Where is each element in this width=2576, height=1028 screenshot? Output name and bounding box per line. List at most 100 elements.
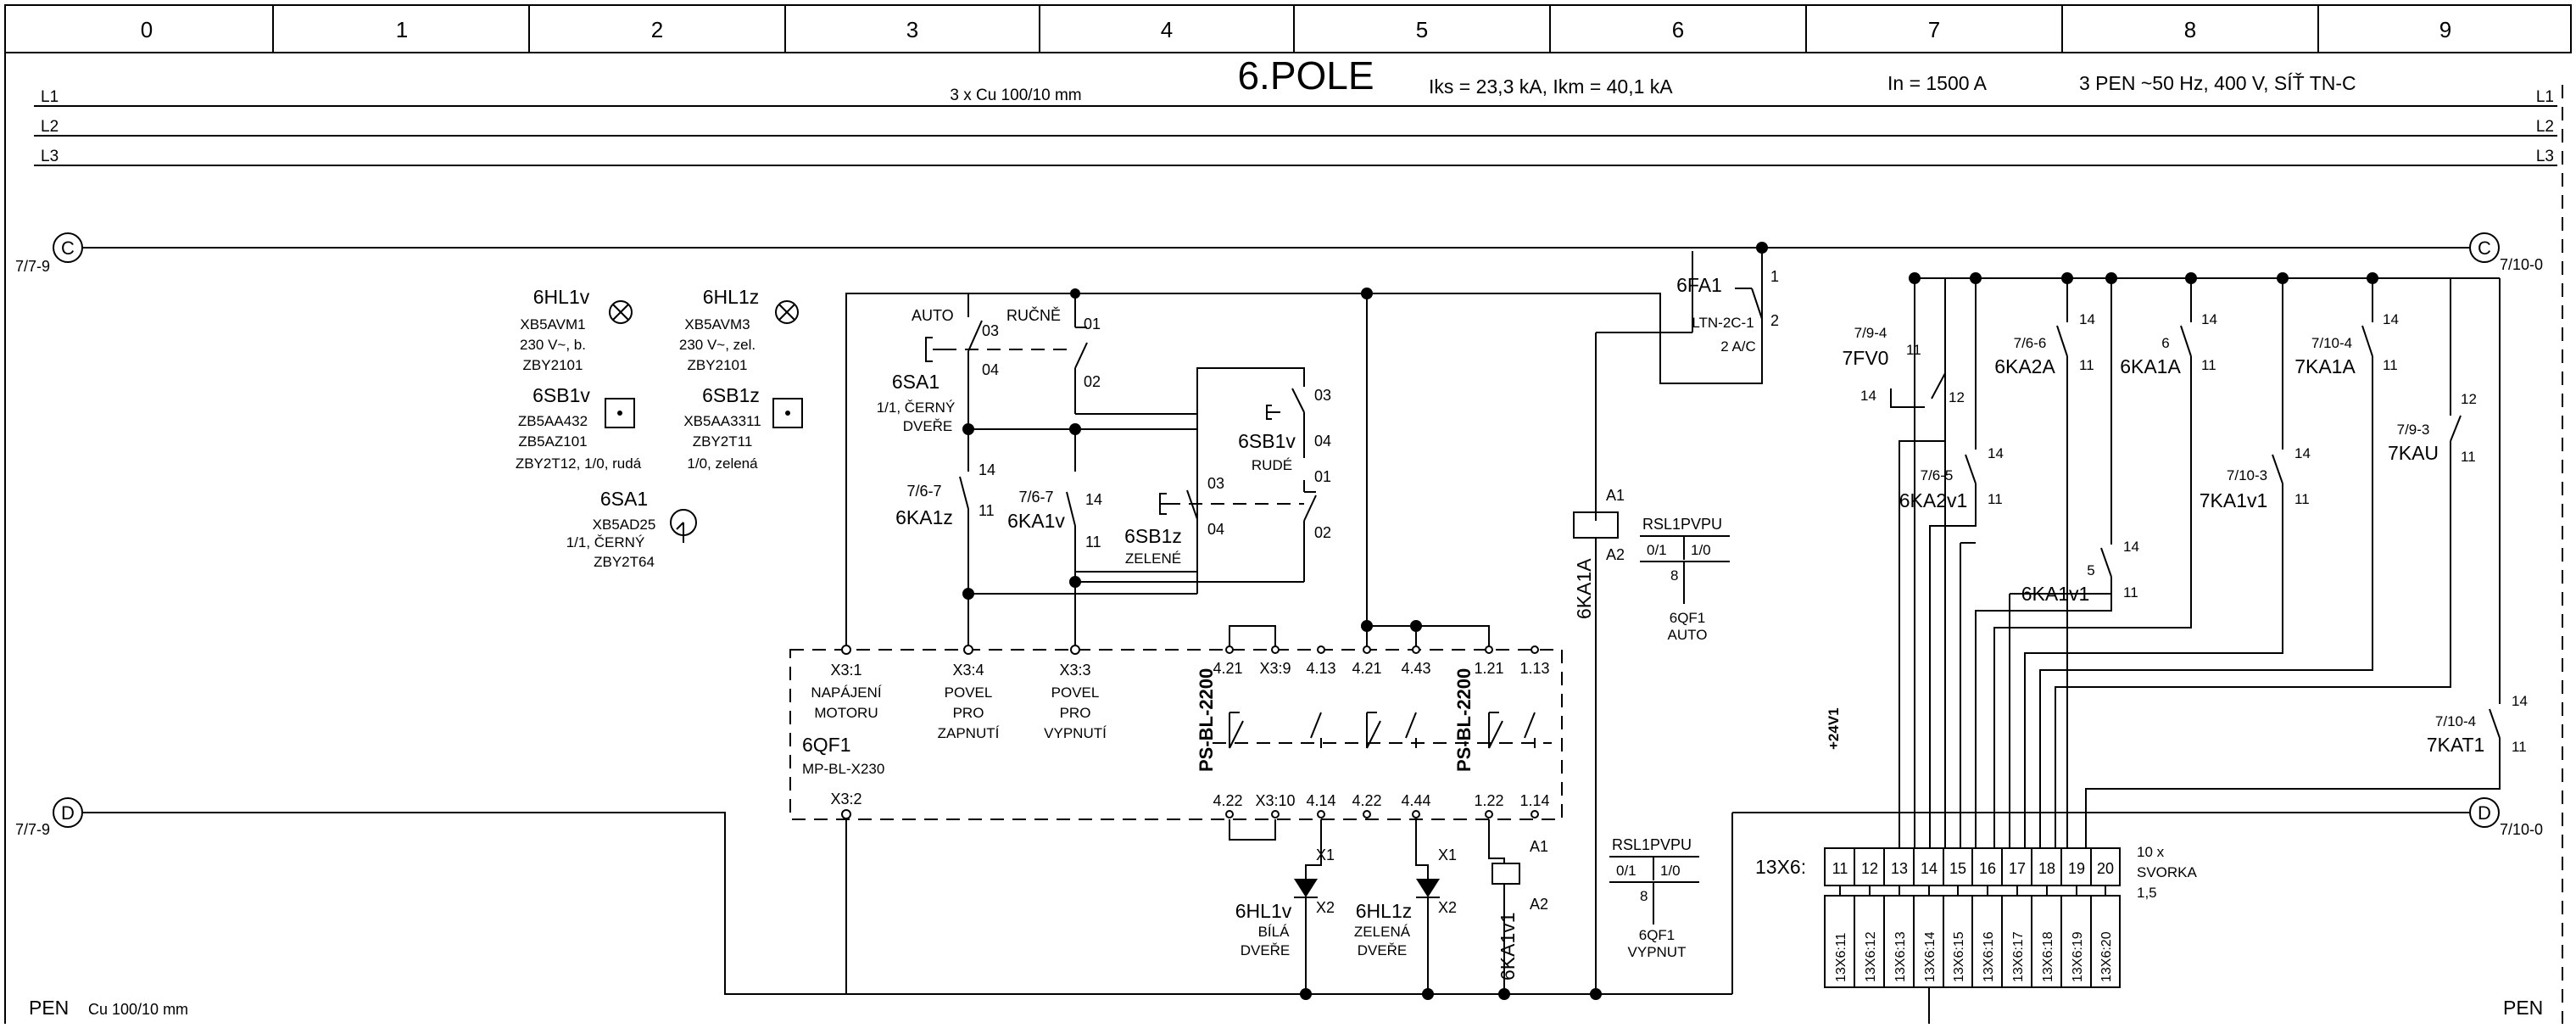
svg-text:01: 01 [1084, 316, 1101, 332]
hl1v-tag: 6HL1v [1235, 900, 1292, 922]
svg-text:02: 02 [1314, 524, 1331, 541]
svg-text:19: 19 [2068, 860, 2085, 877]
fv0-tag: 7FV0 [1843, 347, 1889, 369]
sb1v-tag: 6SB1v [1238, 430, 1296, 452]
svg-text:11: 11 [1906, 342, 1921, 358]
svg-text:X3:2: X3:2 [830, 791, 861, 807]
svg-text:14: 14 [2123, 539, 2139, 555]
column-label-1: 1 [396, 17, 408, 42]
sa1-tag: 6SA1 [892, 371, 940, 393]
svg-text:14: 14 [2383, 311, 2399, 327]
svg-text:13X6:11: 13X6:11 [1834, 932, 1848, 982]
svg-text:AUTO: AUTO [912, 307, 954, 324]
lamp-icon [775, 300, 799, 324]
selector-switch-icon [670, 509, 697, 543]
svg-text:12: 12 [1861, 860, 1878, 877]
push-button-icon [605, 398, 635, 428]
svg-text:1,5: 1,5 [2137, 885, 2157, 901]
svg-text:6QF1: 6QF1 [1639, 927, 1676, 943]
ka1a-contact-tag: 6KA1A [2120, 355, 2181, 377]
rated-current: In = 1500 A [1887, 72, 1988, 94]
column-label-3: 3 [906, 17, 918, 42]
column-label-6: 6 [1672, 17, 1684, 42]
svg-text:MOTORU: MOTORU [814, 705, 878, 721]
svg-text:4.21: 4.21 [1352, 660, 1381, 677]
svg-text:MP-BL-X230: MP-BL-X230 [802, 761, 884, 777]
svg-text:2 A/C: 2 A/C [1720, 338, 1756, 355]
svg-text:X3:3: X3:3 [1059, 662, 1090, 679]
svg-text:7/10-4: 7/10-4 [2311, 335, 2352, 351]
svg-text:10 x: 10 x [2137, 844, 2165, 860]
pen-spec: Cu 100/10 mm [88, 1001, 188, 1018]
ka1a-coil-tag: 6KA1A [1573, 558, 1595, 619]
svg-text:XB5AVM3: XB5AVM3 [684, 316, 750, 332]
svg-text:1.13: 1.13 [1519, 660, 1549, 677]
svg-text:13X6:19: 13X6:19 [2071, 931, 2085, 982]
ref-d-right: 7/10-0 [2500, 821, 2543, 838]
ref-c-right: 7/10-0 [2500, 256, 2543, 273]
svg-text:17: 17 [2009, 860, 2026, 877]
rsl-relay-bottom: RSL1PVPU 0/1 1/0 8 6QF1 VYPNUT [1609, 836, 1699, 960]
svg-text:4.22: 4.22 [1352, 792, 1381, 809]
svg-text:AUTO: AUTO [1668, 627, 1708, 643]
svg-text:2: 2 [1770, 312, 1779, 329]
svg-text:11: 11 [2201, 357, 2216, 373]
ka2a-tag: 6KA2A [1994, 355, 2055, 377]
ka1v1-coil-tag: 6KA1v1 [1497, 912, 1519, 981]
svg-text:RSL1PVPU: RSL1PVPU [1642, 516, 1722, 533]
svg-text:14: 14 [1085, 491, 1102, 508]
svg-text:VYPNUTÍ: VYPNUTÍ [1044, 725, 1107, 741]
svg-text:15: 15 [1949, 860, 1966, 877]
svg-text:RSL1PVPU: RSL1PVPU [1612, 836, 1692, 853]
svg-text:11: 11 [2123, 584, 2138, 601]
circuit-breaker-fa1: 1 2 6FA1 LTN-2C-1 2 A/C [1676, 242, 1779, 383]
rail-l3-left: L3 [41, 148, 59, 165]
svg-text:18: 18 [2038, 860, 2055, 877]
svg-text:13X6:20: 13X6:20 [2099, 931, 2114, 982]
svg-text:SVORKA: SVORKA [2137, 864, 2198, 880]
column-label-7: 7 [1928, 17, 1940, 42]
terminal-block-13x6: 13X6: 11 12 13 14 15 16 17 18 19 20 10 x… [1755, 844, 2198, 1024]
svg-text:12: 12 [2461, 391, 2477, 407]
k7ka1a-tag: 7KA1A [2294, 355, 2356, 377]
svg-text:7/10-3: 7/10-3 [2227, 467, 2267, 483]
svg-text:13X6:17: 13X6:17 [2011, 931, 2026, 982]
busbar-spec: 3 x Cu 100/10 mm [950, 87, 1081, 104]
svg-text:14: 14 [2294, 445, 2311, 461]
svg-text:11: 11 [2294, 491, 2310, 507]
lamp-icon [609, 300, 633, 324]
aux-contacts [1213, 712, 1552, 749]
supply-label: +24V1 [1826, 707, 1842, 750]
psbl-label-a: PS-BL-2200 [1196, 668, 1217, 772]
svg-text:11: 11 [2461, 449, 2476, 465]
svg-text:RUDÉ: RUDÉ [1252, 457, 1292, 473]
svg-text:11: 11 [1085, 534, 1101, 550]
svg-text:X3:4: X3:4 [952, 662, 984, 679]
busbar-rails: L1 L2 L3 L1 L2 L3 3 x Cu 100/10 mm 6.POL… [34, 53, 2563, 1024]
ref-marker-c-left [53, 232, 83, 263]
svg-text:03: 03 [1314, 387, 1331, 404]
svg-text:X3:10: X3:10 [1255, 792, 1295, 809]
svg-text:1: 1 [1770, 268, 1779, 285]
svg-text:D: D [2478, 802, 2491, 824]
rail-l2-right: L2 [2536, 118, 2554, 136]
svg-text:1.21: 1.21 [1474, 660, 1503, 677]
svg-text:BÍLÁ: BÍLÁ [1258, 924, 1291, 940]
column-header: 0 1 2 3 4 5 6 7 8 9 [4, 4, 2572, 53]
svg-text:A2: A2 [1530, 896, 1548, 913]
svg-text:1/0: 1/0 [1691, 542, 1711, 558]
sb1z-tag: 6SB1z [1124, 525, 1182, 547]
ka1v-tag: 6KA1v [1007, 510, 1065, 532]
svg-text:20: 20 [2097, 860, 2114, 877]
k7ka1v1-tag: 7KA1v1 [2200, 489, 2268, 511]
svg-text:03: 03 [1207, 475, 1224, 492]
svg-text:4.22: 4.22 [1213, 792, 1242, 809]
column-label-0: 0 [141, 17, 153, 42]
svg-text:0/1: 0/1 [1647, 542, 1667, 558]
svg-text:14: 14 [1988, 445, 2004, 461]
pen-label-left: PEN [29, 997, 69, 1019]
fa1-tag: 6FA1 [1676, 274, 1722, 296]
svg-text:7/9-3: 7/9-3 [2397, 422, 2430, 438]
svg-text:13X6:14: 13X6:14 [1923, 931, 1938, 982]
